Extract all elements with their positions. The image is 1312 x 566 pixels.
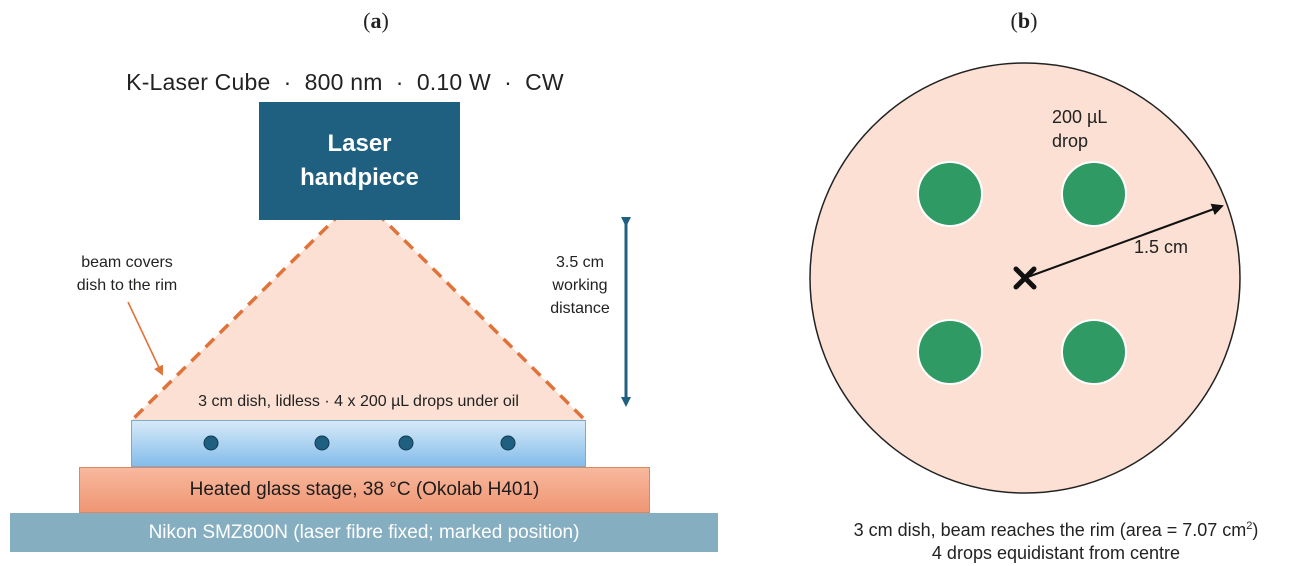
laser-spec-title: K-Laser Cube · 800 nm · 0.10 W · CW <box>126 69 564 95</box>
radius-label: 1.5 cm <box>1134 237 1189 257</box>
drop-bottom-left <box>917 319 983 385</box>
caption-line-1: 3 cm dish, beam reaches the rim (area = … <box>853 520 1259 540</box>
beam-edge-left <box>130 210 344 422</box>
drop-2 <box>314 435 330 451</box>
panel-b-caption: 3 cm dish, beam reaches the rim (area = … <box>800 515 1312 565</box>
microscope-base: Nikon SMZ800N (laser fibre fixed; marked… <box>10 513 718 552</box>
heated-stage: Heated glass stage, 38 °C (Okolab H401) <box>79 467 650 513</box>
radius-arrow <box>1024 203 1224 279</box>
dish-top-view <box>809 62 1241 494</box>
laser-handpiece: Laser handpiece <box>259 102 460 220</box>
panel-a-label: (a) <box>363 8 389 33</box>
panel-b-label: (b) <box>1010 8 1038 33</box>
panel-b-letter: b <box>1017 8 1031 33</box>
beam-edge-right <box>374 210 587 422</box>
beam-note-pointer <box>127 301 164 376</box>
panel-a-letter: a <box>370 8 382 33</box>
beam-coverage-note: beam covers dish to the rim <box>76 254 178 294</box>
drop-top-right <box>1061 161 1127 227</box>
drop-1 <box>203 435 219 451</box>
working-distance-label: 3.5 cm working distance <box>550 254 610 317</box>
caption-line-2: 4 drops equidistant from centre <box>931 543 1181 563</box>
handpiece-label-line2: handpiece <box>300 164 419 191</box>
drop-top-left <box>917 161 983 227</box>
drop-label: 200 µL drop <box>1052 107 1108 151</box>
drop-bottom-right <box>1061 319 1127 385</box>
center-mark-icon <box>1013 266 1037 290</box>
dish-description: 3 cm dish, lidless · 4 x 200 µL drops un… <box>198 393 519 410</box>
beam-cone <box>132 212 585 420</box>
handpiece-label-line1: Laser <box>327 130 392 157</box>
panel-a-graphics <box>127 210 631 422</box>
drop-3 <box>398 435 414 451</box>
drop-4 <box>500 435 516 451</box>
dish-drops <box>203 435 516 451</box>
